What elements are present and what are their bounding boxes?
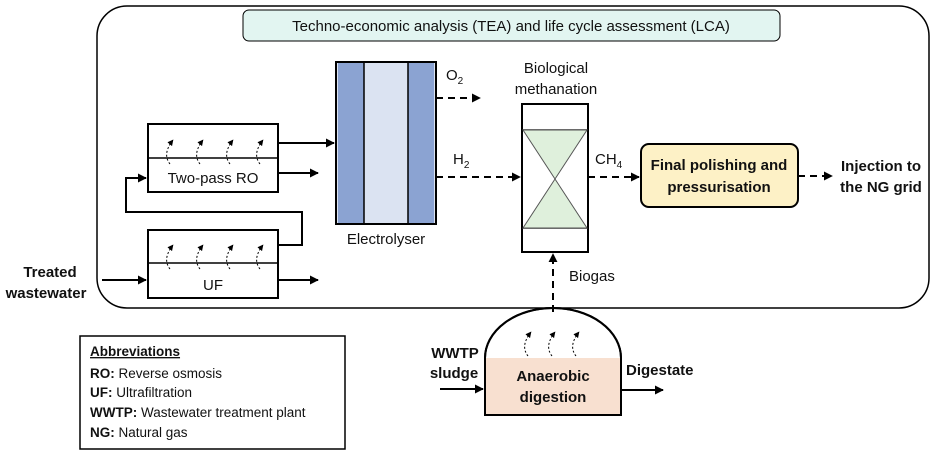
polishing-unit: Final polishing and pressurisation [640,143,799,208]
digestate-label: Digestate [626,362,694,379]
ro-unit: Two-pass RO [147,123,279,193]
digestion-unit: Anaerobic digestion [484,307,622,416]
digestion-label: digestion [520,389,587,406]
title-box: Techno-economic analysis (TEA) and life … [242,9,781,42]
treated-wastewater-label: Treated [23,264,76,281]
abbreviations-box: Abbreviations RO: Reverse osmosis UF: Ul… [79,335,346,450]
h2-label: H2 [453,151,470,171]
diagram-title: Techno-economic analysis (TEA) and life … [292,18,730,35]
biogas-release-arrows [524,331,580,357]
abbreviation-item: UF: Ultrafiltration [90,385,192,400]
system-boundary [96,5,930,309]
o2-label: O2 [446,67,464,87]
biogas-label: Biogas [569,268,615,285]
abbreviation-item: WWTP: Wastewater treatment plant [90,405,306,420]
electrolyser-unit: Electrolyser [335,61,437,248]
digestion-label: Anaerobic [516,368,589,385]
methanation-label: Biological [524,60,588,77]
abbreviation-item: RO: Reverse osmosis [90,366,222,381]
methanation-label: methanation [515,81,598,98]
uf-label: UF [203,277,223,294]
wwtp-sludge-label: sludge [430,365,478,382]
ch4-label: CH4 [595,151,623,171]
treated-wastewater-label: wastewater [5,285,87,302]
output-label: Injection to [841,158,921,175]
ro-label: Two-pass RO [168,170,259,187]
output-label: the NG grid [840,179,922,196]
uf-to-ro-line [125,173,303,246]
methanation-unit: Biological methanation [515,60,598,253]
membrane-permeate-arrows [166,139,264,165]
abbreviation-item: NG: Natural gas [90,425,188,440]
polishing-label: pressurisation [667,179,770,196]
electrolyser-label: Electrolyser [347,231,425,248]
wwtp-sludge-label: WWTP [431,345,478,362]
uf-unit: UF [147,229,279,299]
abbreviations-heading: Abbreviations [90,344,180,359]
membrane-permeate-arrows [166,244,264,270]
polishing-label: Final polishing and [651,157,788,174]
